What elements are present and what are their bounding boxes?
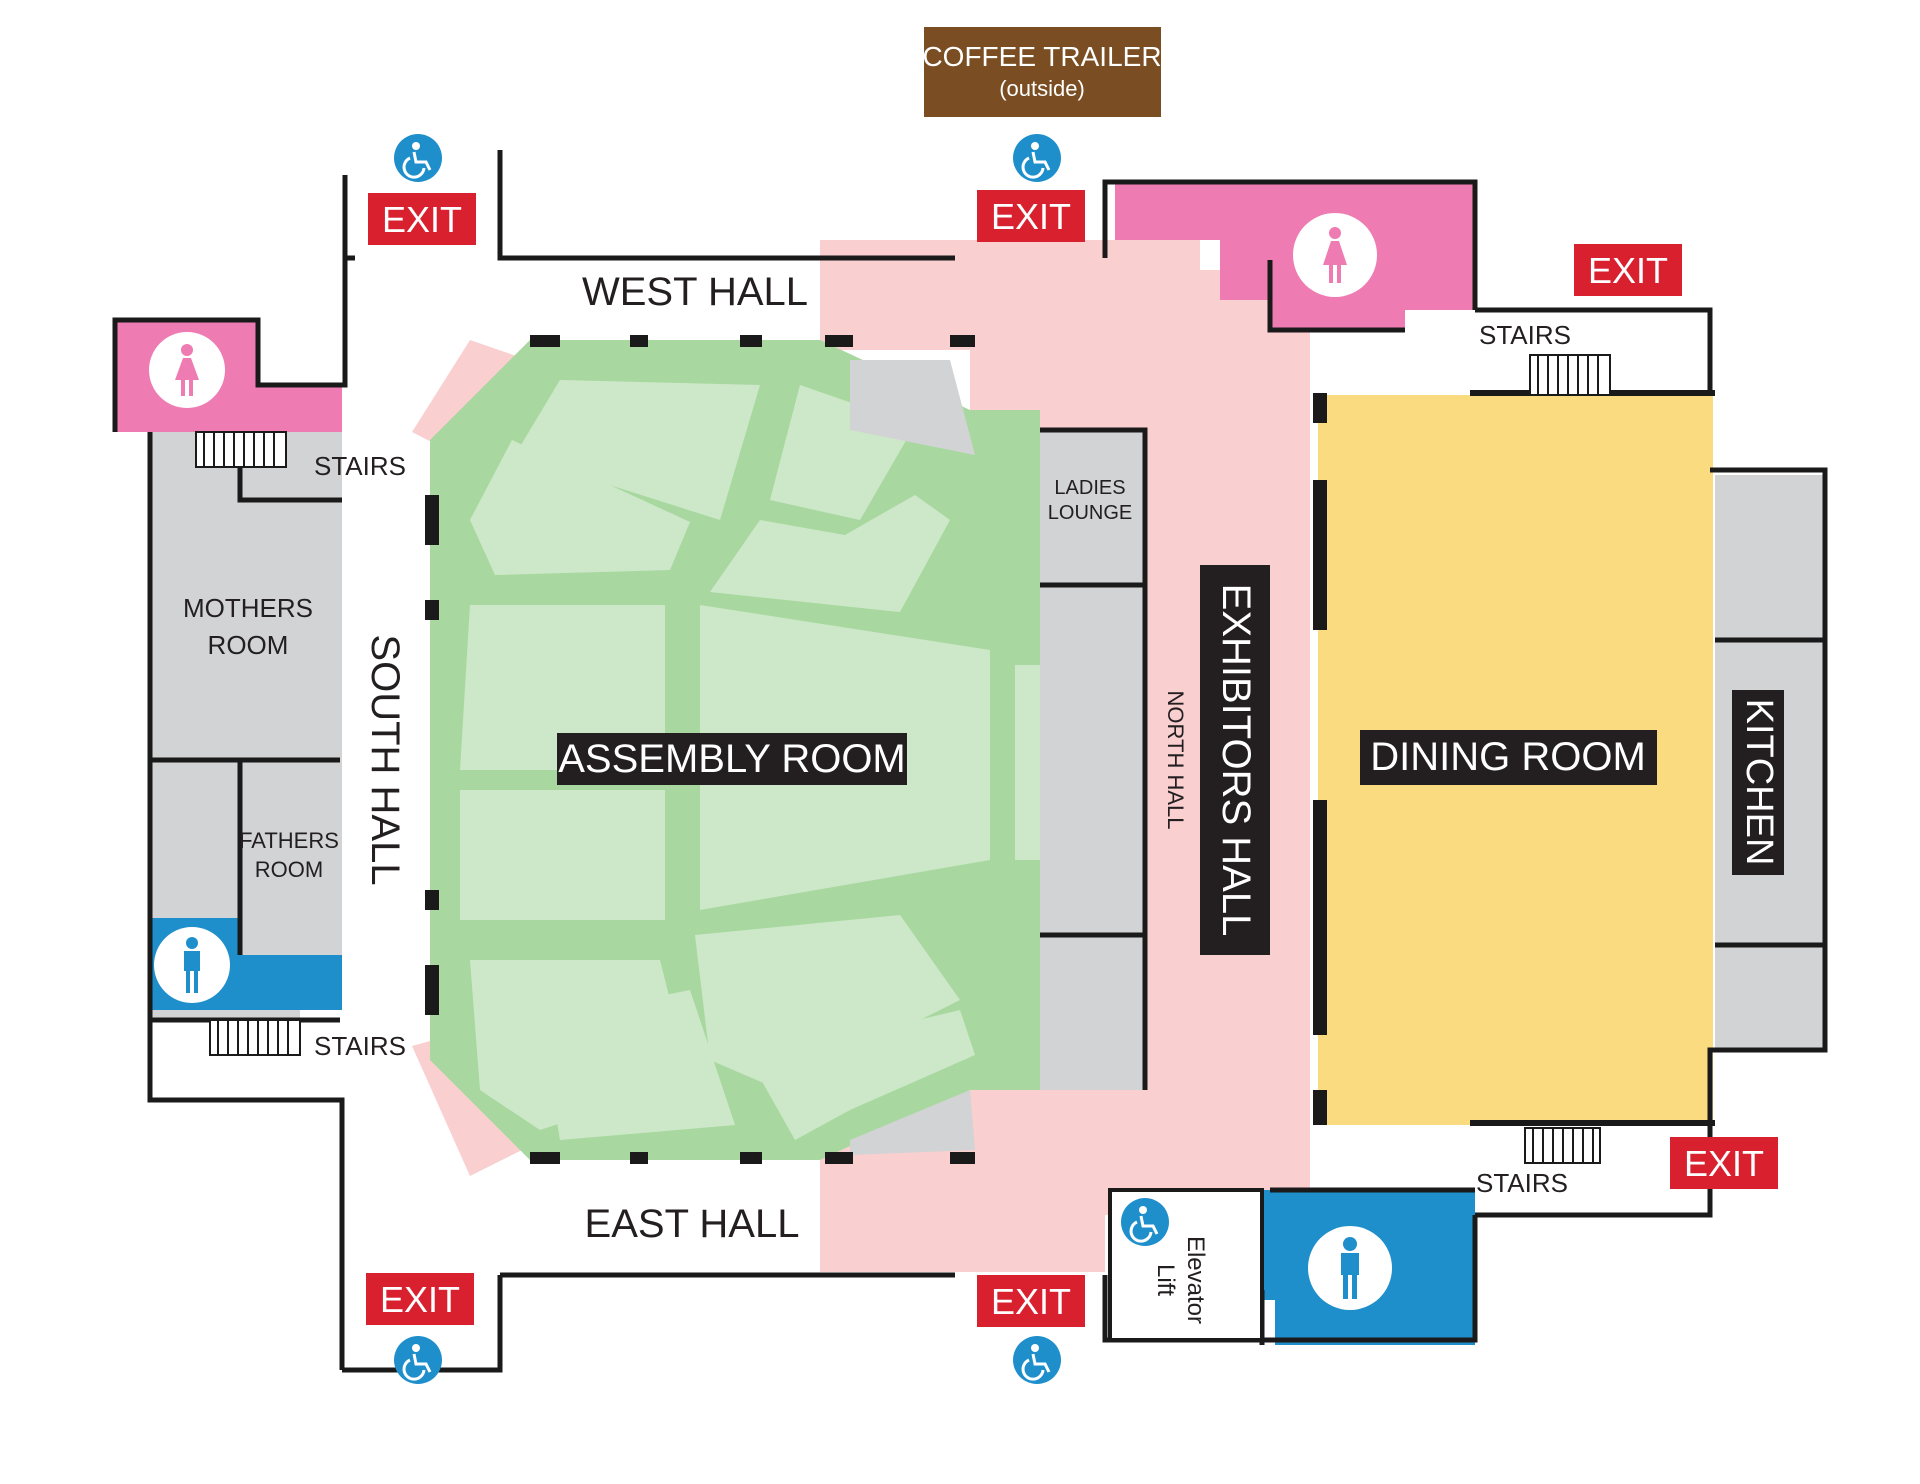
exhibitors-hall-label: EXHIBITORS HALL [1200,565,1270,955]
wheelchair-icon [394,1336,442,1384]
south-hall-label: SOUTH HALL [363,634,407,885]
fathers-room-label: FATHERS [239,828,339,853]
wheelchair-icon [1013,134,1061,182]
wheelchair-icon [1121,1198,1169,1246]
stairs-west-upper [195,431,287,468]
service-areas [148,360,1825,1335]
women-restroom-icon [149,332,225,408]
stairs-label-west-lower: STAIRS [314,1031,406,1061]
exit-label: EXIT [380,1279,460,1320]
east-hall-label: EAST HALL [585,1202,800,1246]
women-restroom-icon [1293,213,1377,297]
exit-sign-n[interactable]: EXIT [977,190,1085,242]
men-restroom-icon [154,927,230,1003]
svg-text:EXHIBITORS HALL: EXHIBITORS HALL [1214,584,1258,937]
dining-room-label: DINING ROOM [1360,730,1657,785]
coffee-trailer-sign: COFFEE TRAILER (outside) [922,27,1162,117]
lift-label: Lift [1152,1264,1179,1296]
stairs-label-east-lower: STAIRS [1476,1168,1568,1198]
exit-label: EXIT [382,199,462,240]
kitchen-label: KITCHEN [1732,690,1784,875]
exit-sign-se[interactable]: EXIT [1670,1137,1778,1189]
elevator-lift[interactable]: Elevator Lift [1108,1188,1264,1342]
fathers-room-label: ROOM [255,857,323,882]
exit-sign-ne[interactable]: EXIT [1574,244,1682,296]
svg-text:KITCHEN: KITCHEN [1738,699,1780,866]
north-hall-label: NORTH HALL [1163,691,1188,830]
svg-text:ASSEMBLY ROOM: ASSEMBLY ROOM [558,737,906,781]
assembly-wall-blocks [425,335,975,1164]
west-hall-label: WEST HALL [582,270,808,314]
exit-sign-s[interactable]: EXIT [977,1275,1085,1327]
exit-sign-nw[interactable]: EXIT [368,193,476,245]
exit-sign-sw[interactable]: EXIT [366,1273,474,1325]
stairs-label-east-upper: STAIRS [1479,320,1571,350]
elevator-label: Elevator [1182,1236,1209,1324]
coffee-trailer-subtitle: (outside) [999,76,1085,101]
ladies-lounge-label: LADIES [1054,477,1125,499]
stairs-west-lower [209,1019,301,1056]
exit-label: EXIT [991,1281,1071,1322]
svg-text:DINING ROOM: DINING ROOM [1370,735,1646,779]
exit-label: EXIT [1588,250,1668,291]
assembly-room-label: ASSEMBLY ROOM [557,733,907,785]
walls [112,150,1828,1373]
coffee-trailer-title: COFFEE TRAILER [922,41,1161,72]
mothers-room-label: MOTHERS [183,593,313,623]
wheelchair-icon [394,134,442,182]
stairs-east-upper [1529,354,1611,396]
exit-label: EXIT [1684,1143,1764,1184]
exit-label: EXIT [991,196,1071,237]
men-restroom-icon [1308,1226,1392,1310]
women-restroom-area-west [115,320,342,432]
ladies-lounge-label: LOUNGE [1048,502,1132,524]
stairs-label-west-upper: STAIRS [314,451,406,481]
stairs-east-lower [1524,1127,1601,1164]
wheelchair-icon [1013,1336,1061,1384]
mothers-room-label: ROOM [208,630,289,660]
